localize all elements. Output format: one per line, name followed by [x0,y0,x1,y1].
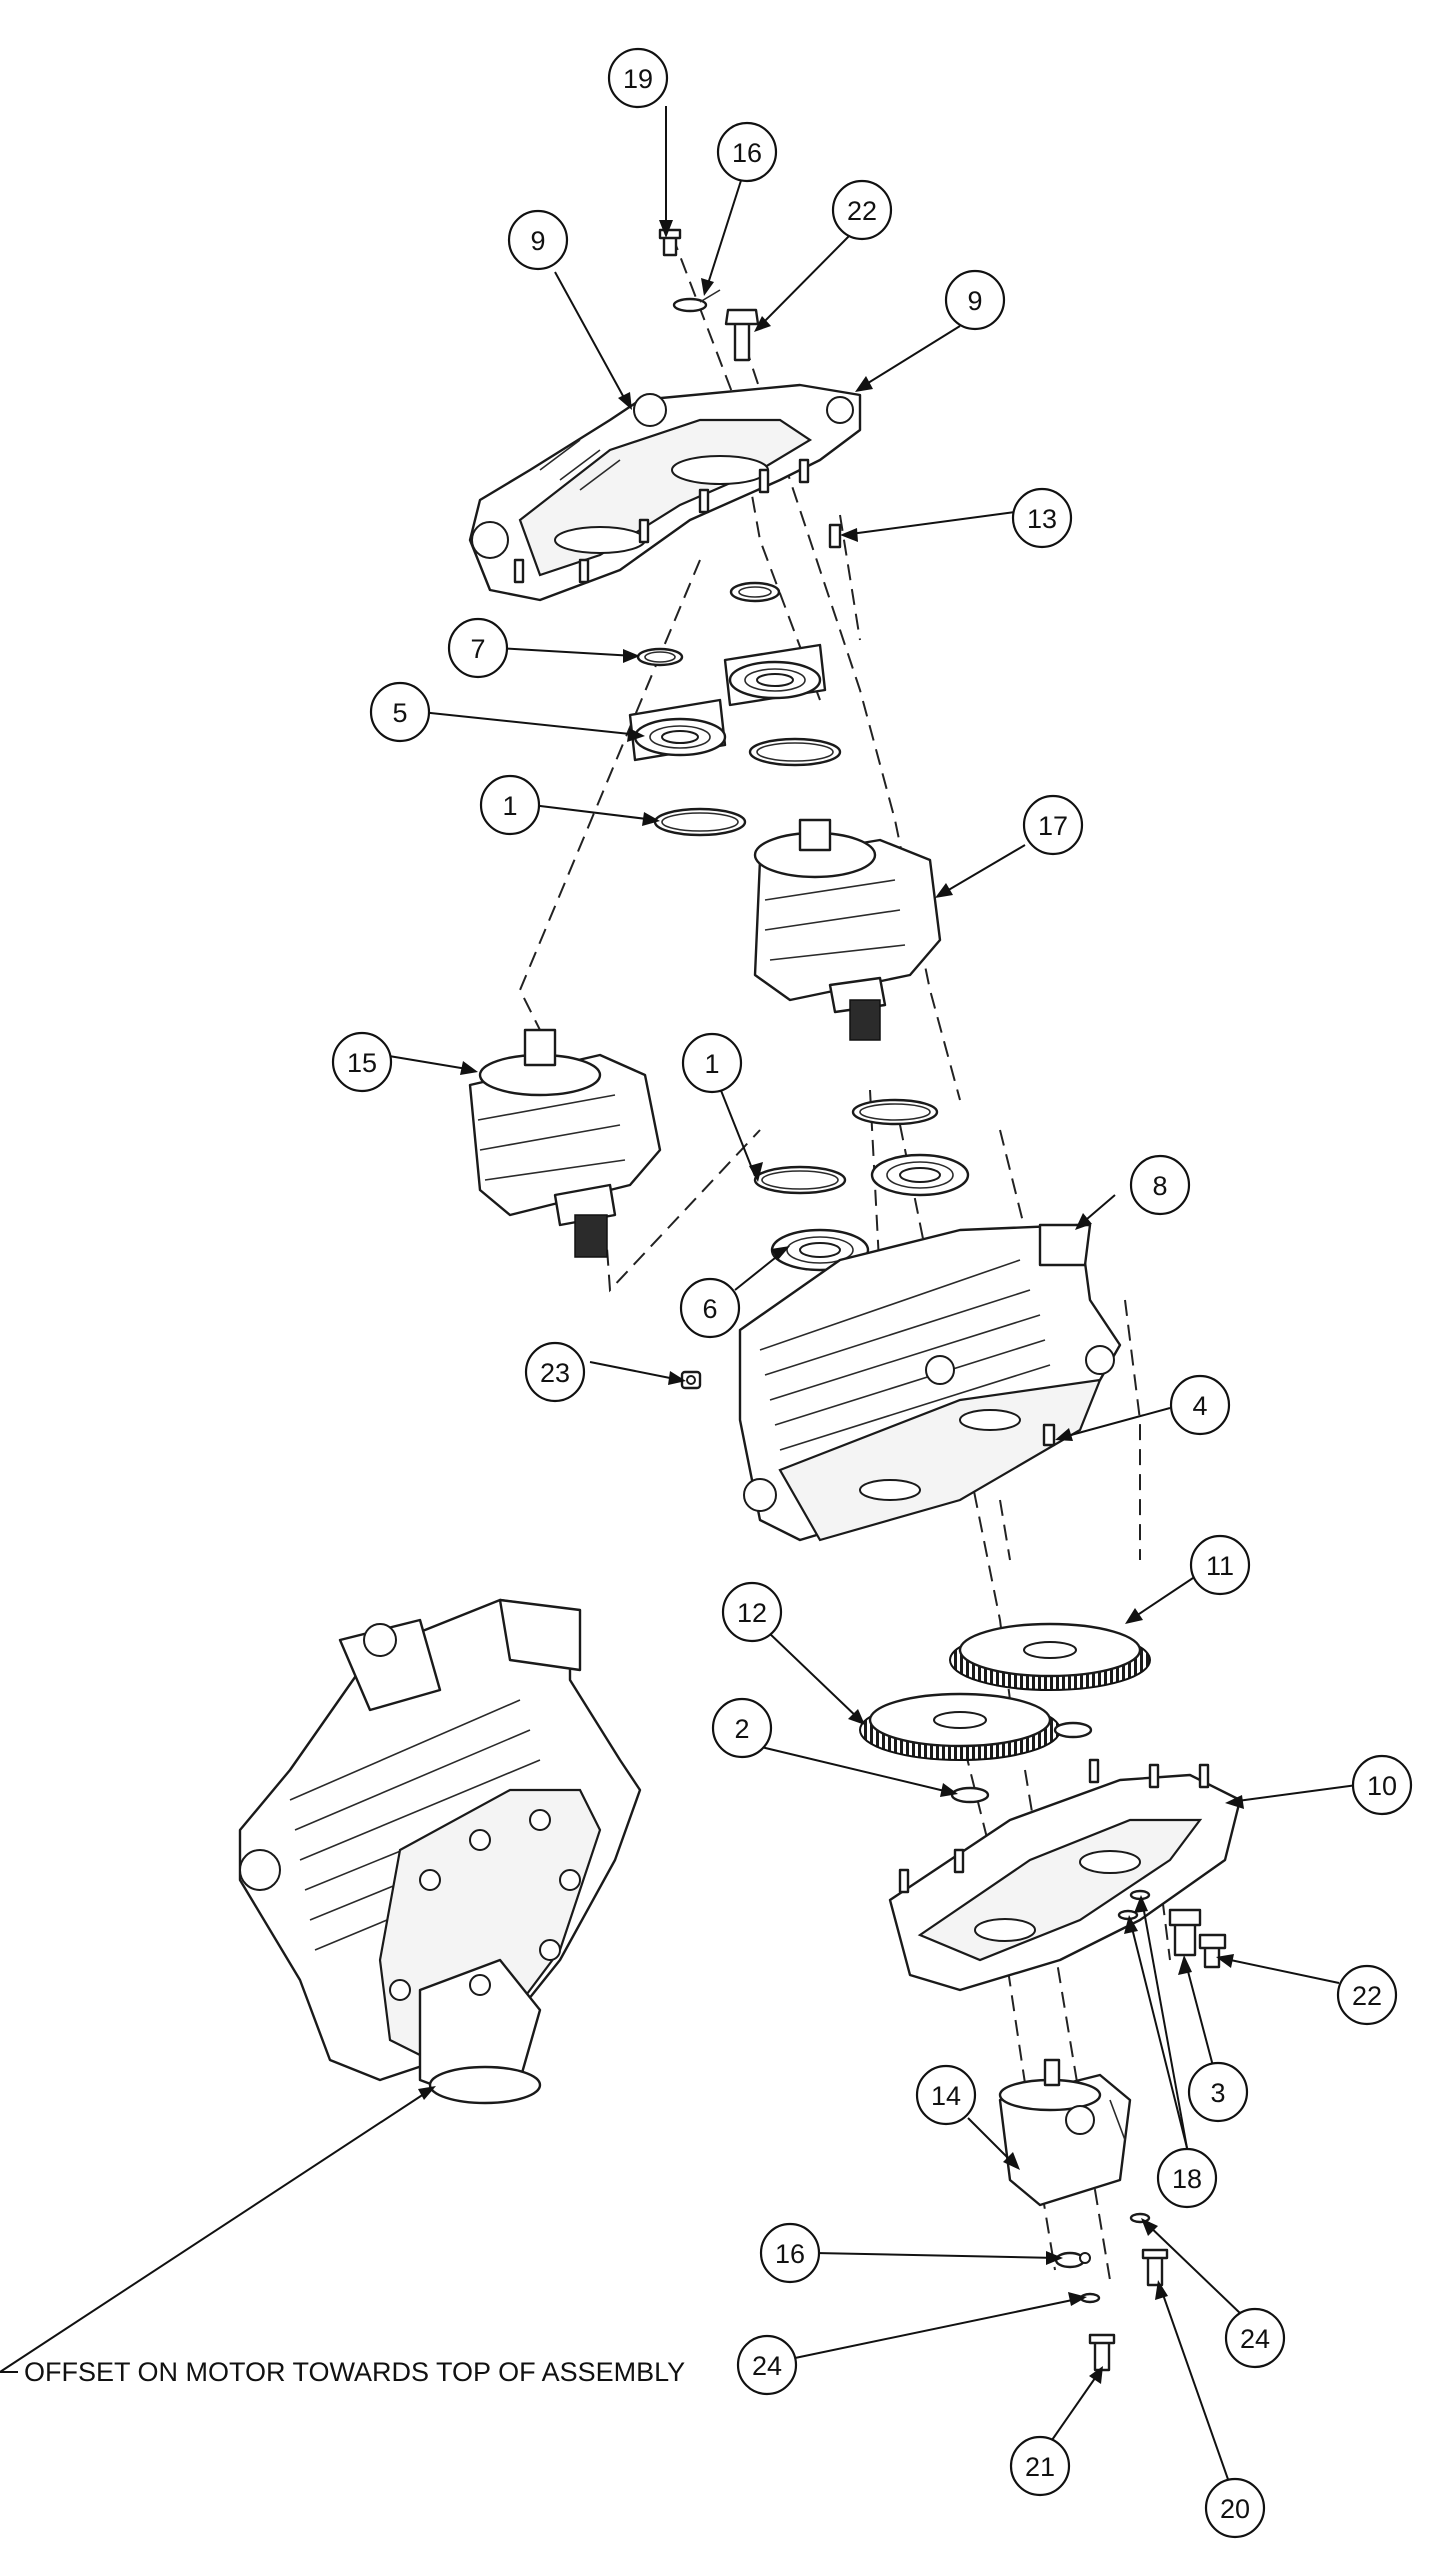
callout-19-label: 19 [623,64,653,94]
callout-9-left-label: 9 [530,226,545,256]
main-housing-8 [738,1223,1122,1542]
gear-11 [949,1622,1151,1691]
callout-8-label: 8 [1152,1171,1167,1201]
bolt-3 [1168,1908,1202,1957]
nut-23 [680,1370,702,1390]
callout-5-label: 5 [392,698,407,728]
callout-3: 3 [1187,2061,1249,2123]
callout-9-left: 9 [507,209,569,271]
screw-19 [658,228,682,257]
callout-5: 5 [369,681,431,743]
bearing-5 [628,698,727,762]
motor-14 [998,2058,1132,2207]
callout-18-label: 18 [1172,2164,1202,2194]
callout-16-bottom-label: 16 [775,2239,805,2269]
callout-19: 19 [607,47,669,109]
callout-23-label: 23 [540,1358,570,1388]
callout-11: 11 [1189,1534,1251,1596]
callout-18: 18 [1156,2147,1218,2209]
callout-10: 10 [1351,1754,1413,1816]
leader-lines [0,106,1358,2486]
bolt-22-lower [1198,1933,1227,1969]
retaining-ring-upper-right [729,581,781,603]
callout-21: 21 [1009,2435,1071,2497]
motor-15 [468,1028,662,1258]
callout-17-label: 17 [1038,811,1068,841]
callout-1-upper: 1 [479,774,541,836]
retaining-ring-gear [1053,1721,1093,1739]
callout-bubbles: 19 16 22 9 9 13 7 5 1 17 15 1 8 6 23 4 1… [331,47,1413,2539]
retaining-ring-1-lower [753,1165,847,1195]
callout-22-lower: 22 [1336,1964,1398,2026]
callout-21-label: 21 [1025,2452,1055,2482]
retaining-ring-middle-right [851,1098,939,1126]
washer-18-a [1117,1909,1139,1921]
retaining-ring-7 [636,647,684,667]
offset-note-text: OFFSET ON MOTOR TOWARDS TOP OF ASSEMBLY [24,2357,685,2387]
callout-20: 20 [1204,2477,1266,2539]
callout-13-label: 13 [1027,504,1057,534]
callout-4: 4 [1169,1374,1231,1436]
washer-16-bottom [1054,2251,1091,2269]
callout-24-right-label: 24 [1240,2324,1270,2354]
callout-8: 8 [1129,1154,1191,1216]
offset-note: OFFSET ON MOTOR TOWARDS TOP OF ASSEMBLY [0,2357,685,2387]
pin-4 [1042,1423,1056,1447]
housing-plate-pins [513,458,810,584]
top-housing-plate [468,383,862,602]
callout-7: 7 [447,617,509,679]
callout-22-top: 22 [831,179,893,241]
callout-23: 23 [524,1341,586,1403]
callout-1-upper-label: 1 [502,791,517,821]
screw-20 [1141,2248,1169,2287]
callout-1-lower: 1 [681,1032,743,1094]
callout-24-left-label: 24 [752,2351,782,2381]
arrowheads [418,220,1244,2384]
callout-7-label: 7 [470,634,485,664]
cover-plate-pins [898,1758,1210,1894]
callout-14: 14 [915,2064,977,2126]
retaining-ring-2 [950,1786,990,1804]
pin-13 [828,523,842,549]
gear-12 [859,1692,1061,1761]
callout-24-left: 24 [736,2334,798,2396]
washer-16-top [672,289,721,313]
callout-12-label: 12 [737,1598,767,1628]
bearing-upper-right [723,643,827,707]
callout-24-right: 24 [1224,2307,1286,2369]
callout-15-label: 15 [347,1048,377,1078]
callout-16-top: 16 [716,121,778,183]
callout-22-lower-label: 22 [1352,1981,1382,2011]
callout-17: 17 [1022,794,1084,856]
bearing-middle-right [870,1153,970,1197]
callout-16-top-label: 16 [732,138,762,168]
callout-15: 15 [331,1031,393,1093]
callout-11-label: 11 [1206,1551,1234,1581]
callout-9-right: 9 [944,269,1006,331]
callout-22-top-label: 22 [847,196,877,226]
bolt-22-top [724,308,760,362]
callout-12: 12 [721,1581,783,1643]
callout-9-right-label: 9 [967,286,982,316]
motor-17 [753,818,942,1041]
cover-plate-10 [888,1758,1242,1992]
assembled-view-motor [418,1958,542,2105]
callout-4-label: 4 [1192,1391,1207,1421]
callout-16-bottom: 16 [759,2222,821,2284]
callout-2-label: 2 [734,1714,749,1744]
retaining-ring-upper-right-2 [748,737,842,767]
callout-6-label: 6 [702,1294,717,1324]
assembled-view [238,1598,642,2105]
retaining-ring-1-upper [653,807,747,837]
screw-21 [1088,2333,1116,2372]
callout-20-label: 20 [1220,2494,1250,2524]
callout-3-label: 3 [1210,2078,1225,2108]
callout-10-label: 10 [1367,1771,1397,1801]
callout-14-label: 14 [931,2081,961,2111]
callout-6: 6 [679,1277,741,1339]
callout-1-lower-label: 1 [704,1049,719,1079]
callout-13: 13 [1011,487,1073,549]
callout-2: 2 [711,1697,773,1759]
